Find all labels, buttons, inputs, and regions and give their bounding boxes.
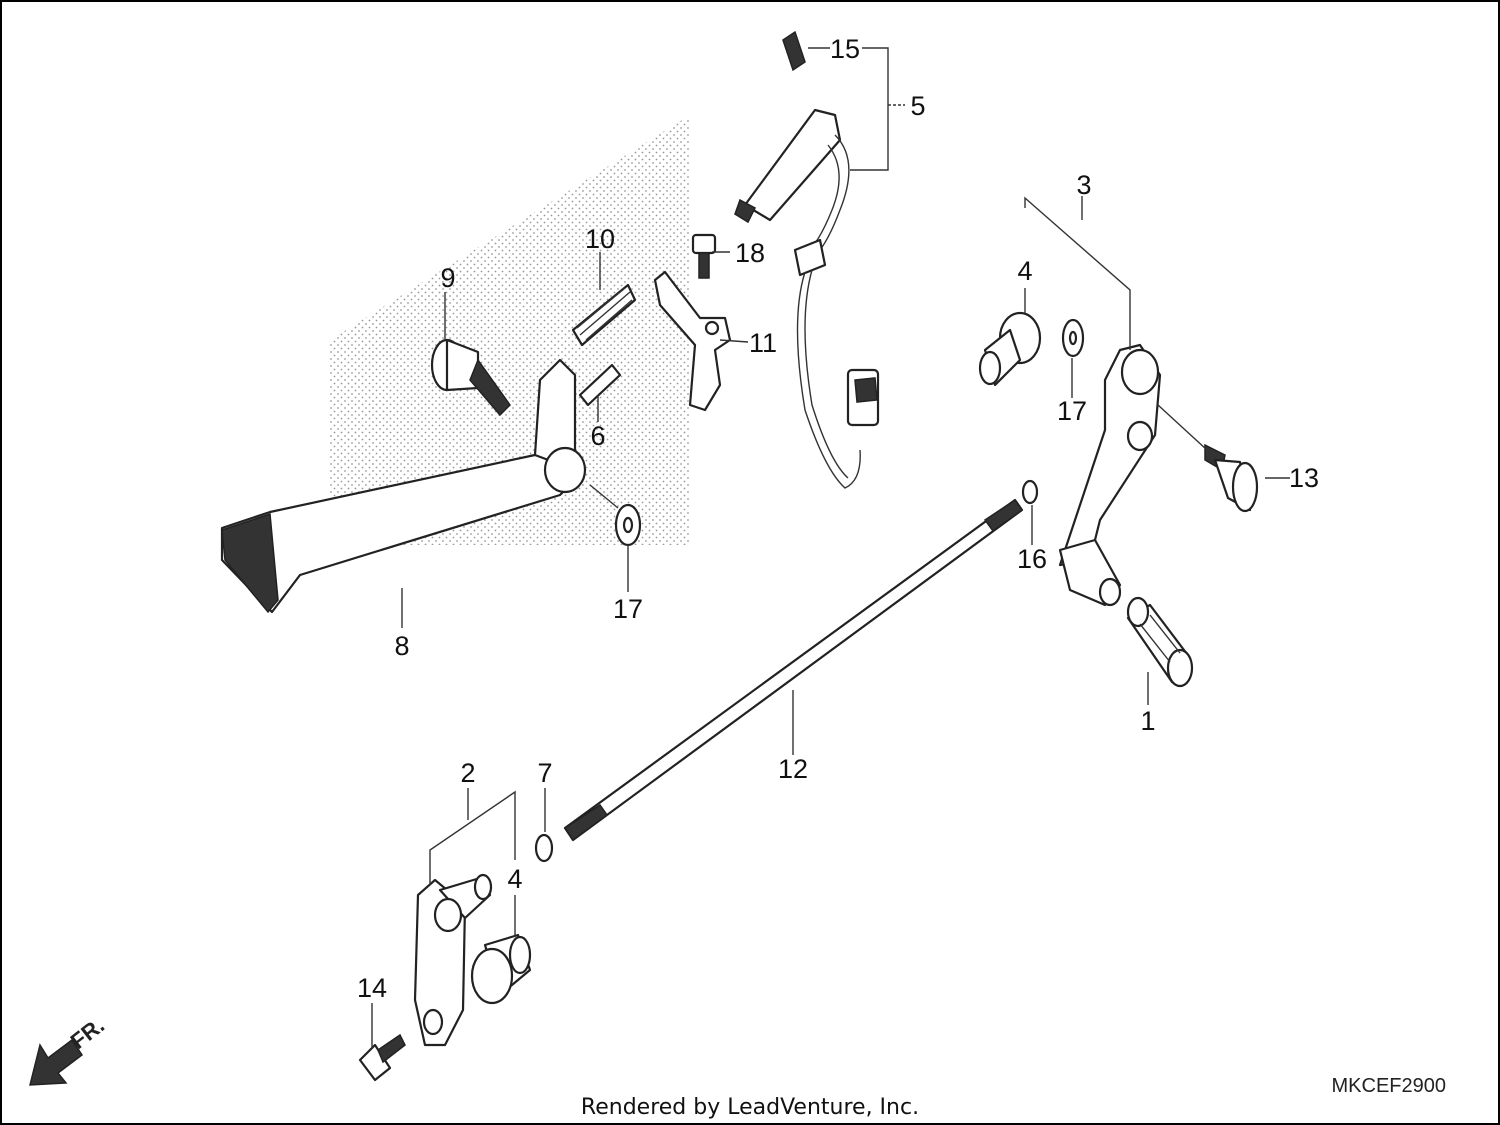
part-15-plug[interactable] xyxy=(782,30,806,72)
callout-5: 5 xyxy=(910,91,925,121)
callout-3: 3 xyxy=(1076,170,1091,200)
part-3-gearshift-arm[interactable] xyxy=(1058,343,1162,607)
callout-2: 2 xyxy=(460,758,475,788)
callout-labels: 15 5 3 10 18 9 4 11 17 6 13 16 17 8 1 12… xyxy=(357,34,1319,1003)
leader-lines xyxy=(371,47,1290,1048)
callout-17-lower: 17 xyxy=(613,594,643,624)
part-4-joint-lower[interactable] xyxy=(470,933,532,1005)
callout-1: 1 xyxy=(1140,706,1155,736)
callout-9: 9 xyxy=(440,263,455,293)
credit-text: Rendered by LeadVenture, Inc. xyxy=(581,1095,919,1120)
callout-15: 15 xyxy=(830,34,860,64)
part-16-nut[interactable] xyxy=(1021,479,1039,505)
front-direction-arrow-icon: FR. xyxy=(29,1012,109,1086)
callout-13: 13 xyxy=(1289,463,1319,493)
callout-14: 14 xyxy=(357,973,387,1003)
frame-stipple-area xyxy=(330,115,690,545)
part-9-pivot-bolt[interactable] xyxy=(430,338,511,417)
part-11-switch-bracket[interactable] xyxy=(653,270,732,412)
callout-12: 12 xyxy=(778,754,808,784)
callout-7: 7 xyxy=(537,758,552,788)
part-12-tie-rod[interactable] xyxy=(563,498,1024,842)
part-1-rubber-peg[interactable] xyxy=(1126,596,1194,688)
part-7-nut[interactable] xyxy=(534,833,554,863)
part-14-bolt[interactable] xyxy=(358,1033,406,1082)
callout-6: 6 xyxy=(590,421,605,451)
part-13-bolt[interactable] xyxy=(1204,443,1259,513)
callout-8: 8 xyxy=(394,631,409,661)
callout-17-upper: 17 xyxy=(1057,396,1087,426)
part-5-stop-switch[interactable] xyxy=(734,108,880,489)
part-2-gearshift-arm[interactable] xyxy=(413,873,493,1047)
part-8-brake-pedal[interactable] xyxy=(220,358,587,614)
part-6-spring[interactable] xyxy=(578,363,622,407)
callout-18: 18 xyxy=(735,238,765,268)
callout-16: 16 xyxy=(1017,544,1047,574)
part-4-joint-upper[interactable] xyxy=(978,311,1042,387)
callout-4-upper: 4 xyxy=(1017,256,1032,286)
diagram-code: MKCEF2900 xyxy=(1332,1075,1447,1097)
part-18-bolt[interactable] xyxy=(691,233,717,279)
part-17-washer-lower[interactable] xyxy=(614,503,642,547)
callout-10: 10 xyxy=(585,224,615,254)
callout-11: 11 xyxy=(749,328,777,358)
callout-4-lower: 4 xyxy=(507,864,522,894)
part-10-return-spring[interactable] xyxy=(571,283,637,347)
part-17-washer-upper[interactable] xyxy=(1061,318,1085,358)
